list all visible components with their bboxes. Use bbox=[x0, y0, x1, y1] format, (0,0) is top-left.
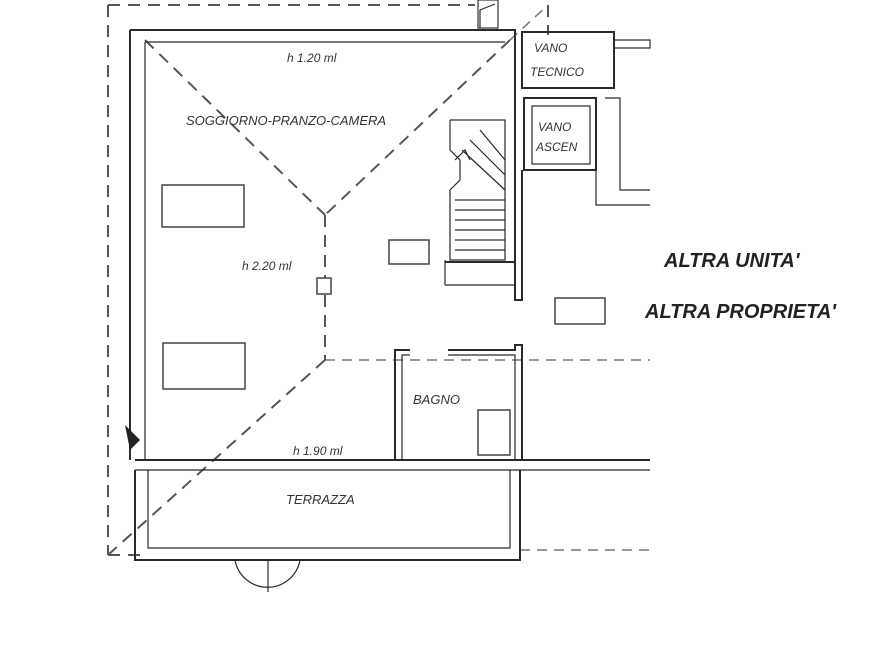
bathroom-walls bbox=[394, 344, 523, 460]
service-block bbox=[514, 31, 651, 301]
label-room-main: SOGGIORNO-PRANZO-CAMERA bbox=[186, 113, 386, 128]
label-vano-tecnico-2: TECNICO bbox=[530, 65, 584, 79]
label-height-mid: h 2.20 ml bbox=[242, 259, 292, 273]
label-height-bottom: h 1.90 ml bbox=[293, 444, 343, 458]
misc-marks bbox=[125, 0, 499, 450]
staircase bbox=[444, 119, 515, 286]
label-vano-ascensore-2: ASCEN bbox=[535, 140, 578, 154]
label-vano-ascensore-1: VANO bbox=[538, 120, 571, 134]
label-room-terrace: TERRAZZA bbox=[286, 492, 355, 507]
label-vano-tecnico-1: VANO bbox=[534, 41, 567, 55]
exterior-walls bbox=[129, 29, 650, 471]
terrace bbox=[134, 470, 521, 592]
label-height-top: h 1.20 ml bbox=[287, 51, 337, 65]
label-other-property: ALTRA PROPRIETA' bbox=[644, 301, 837, 323]
roof-lines bbox=[107, 4, 549, 556]
label-room-bath: BAGNO bbox=[413, 392, 460, 407]
label-other-unit: ALTRA UNITA' bbox=[663, 250, 801, 272]
skylights bbox=[161, 184, 606, 390]
